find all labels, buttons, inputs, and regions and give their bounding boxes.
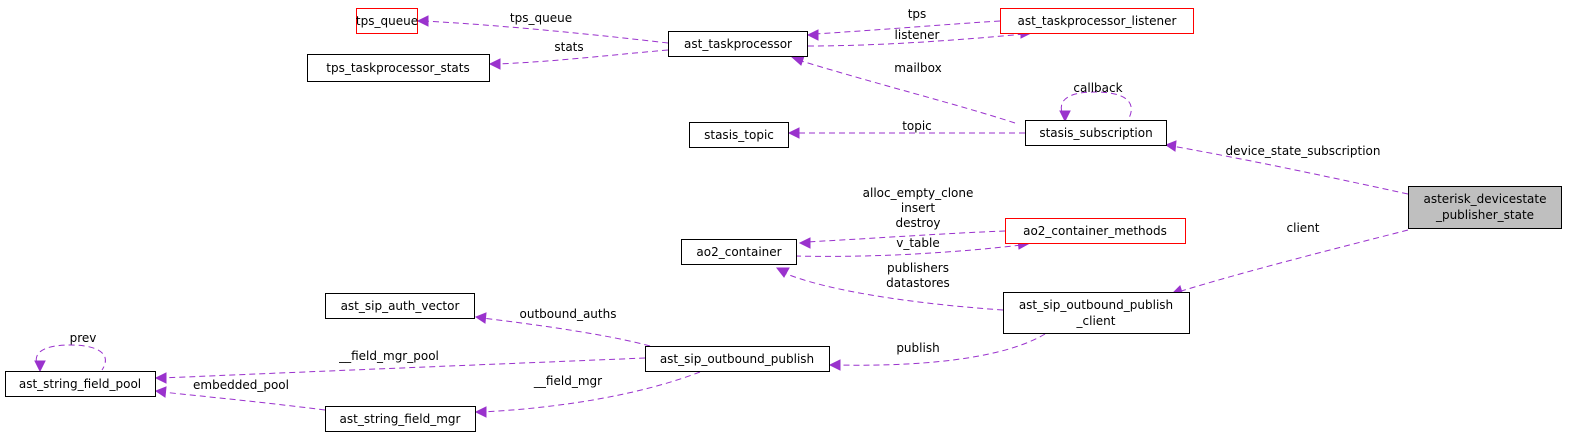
edge-field-mgr-pool: __field_mgr_pool bbox=[154, 349, 646, 384]
edge-label-v-table: v_table bbox=[896, 236, 940, 250]
node-ao2-container-methods[interactable]: ao2_container_methods bbox=[1005, 218, 1186, 244]
edge-field-mgr: __field_mgr bbox=[474, 371, 701, 418]
edge-label-datastores: datastores bbox=[886, 276, 950, 290]
edge-label-alloc-empty-clone: alloc_empty_clone bbox=[863, 186, 974, 200]
node-ast-sip-outbound-publish[interactable]: ast_sip_outbound_publish bbox=[645, 346, 830, 372]
node-ast-sip-outbound-publish-client[interactable]: ast_sip_outbound_publish _client bbox=[1003, 292, 1190, 334]
node-label-stasis-subscription: stasis_subscription bbox=[1039, 126, 1152, 140]
edge-label-callback: callback bbox=[1073, 81, 1122, 95]
edge-listener: listener bbox=[807, 27, 1033, 47]
node-tps-taskprocessor-stats[interactable]: tps_taskprocessor_stats bbox=[307, 54, 490, 82]
edge-label-prev: prev bbox=[70, 331, 97, 345]
node-ast-taskprocessor-listener[interactable]: ast_taskprocessor_listener bbox=[1000, 8, 1194, 34]
node-label-ao2-container-methods: ao2_container_methods bbox=[1023, 224, 1167, 238]
edge-publishers-datastores: publishers datastores bbox=[775, 261, 1004, 311]
node-label-ast-taskprocessor: ast_taskprocessor bbox=[684, 37, 792, 51]
edge-label-embedded-pool: embedded_pool bbox=[193, 378, 289, 392]
node-focus[interactable]: asterisk_devicestate _publisher_state bbox=[1408, 186, 1562, 229]
node-label-ast-string-field-mgr: ast_string_field_mgr bbox=[340, 412, 461, 426]
node-label-outbound-publish-client-line1: ast_sip_outbound_publish bbox=[1019, 298, 1173, 312]
edge-client: client bbox=[1170, 221, 1409, 297]
edge-label-tps: tps bbox=[908, 7, 927, 21]
edge-tps: tps bbox=[806, 7, 1001, 41]
node-label-ast-string-field-pool: ast_string_field_pool bbox=[19, 377, 141, 391]
edge-label-destroy: destroy bbox=[895, 216, 940, 230]
edge-label-insert: insert bbox=[901, 201, 936, 215]
edge-v-table: v_table bbox=[794, 236, 1030, 257]
node-label-ast-sip-auth-vector: ast_sip_auth_vector bbox=[341, 299, 460, 313]
edge-label-listener: listener bbox=[895, 28, 940, 42]
node-label-ast-sip-outbound-publish: ast_sip_outbound_publish bbox=[660, 352, 814, 366]
node-label-outbound-publish-client-line2: _client bbox=[1076, 314, 1116, 328]
edge-stats: stats bbox=[488, 40, 669, 70]
node-ast-taskprocessor[interactable]: ast_taskprocessor bbox=[668, 31, 808, 57]
edge-label-stats: stats bbox=[554, 40, 583, 54]
node-label-focus-line1: asterisk_devicestate bbox=[1424, 192, 1547, 206]
edge-outbound-auths: outbound_auths bbox=[474, 307, 651, 347]
node-tps-queue[interactable]: tps_queue bbox=[356, 8, 418, 34]
edge-label-tps-queue: tps_queue bbox=[510, 11, 572, 25]
edge-device-state-subscription: device_state_subscription bbox=[1164, 140, 1409, 195]
node-stasis-subscription[interactable]: stasis_subscription bbox=[1025, 120, 1167, 146]
edge-mailbox: mailbox bbox=[790, 55, 1016, 124]
edge-label-device-state-subscription: device_state_subscription bbox=[1225, 144, 1380, 158]
edge-label-mailbox: mailbox bbox=[894, 61, 941, 75]
node-label-tps-taskprocessor-stats: tps_taskprocessor_stats bbox=[326, 61, 470, 75]
node-ao2-container[interactable]: ao2_container bbox=[681, 239, 797, 265]
edge-label-publishers: publishers bbox=[887, 261, 949, 275]
edge-publish: publish bbox=[828, 333, 1046, 371]
node-label-ast-taskprocessor-listener: ast_taskprocessor_listener bbox=[1018, 14, 1177, 28]
node-ast-string-field-mgr[interactable]: ast_string_field_mgr bbox=[325, 406, 476, 432]
node-label-stasis-topic: stasis_topic bbox=[704, 128, 774, 142]
edge-label-client: client bbox=[1287, 221, 1320, 235]
node-stasis-topic[interactable]: stasis_topic bbox=[689, 122, 789, 148]
node-ast-sip-auth-vector[interactable]: ast_sip_auth_vector bbox=[325, 293, 475, 319]
edge-callback: callback bbox=[1059, 81, 1132, 123]
edge-label-field-mgr-pool: __field_mgr_pool bbox=[338, 349, 439, 363]
edge-prev: prev bbox=[34, 331, 106, 373]
edge-topic: topic bbox=[787, 119, 1025, 139]
edge-label-topic: topic bbox=[902, 119, 932, 133]
edge-label-publish: publish bbox=[896, 341, 939, 355]
edge-label-field-mgr: __field_mgr bbox=[533, 374, 602, 388]
edge-label-outbound-auths: outbound_auths bbox=[520, 307, 617, 321]
node-label-tps-queue: tps_queue bbox=[356, 14, 418, 28]
edge-container-methods: alloc_empty_clone insert destroy bbox=[798, 186, 1006, 249]
edge-tps-queue: tps_queue bbox=[416, 11, 669, 44]
node-label-focus-line2: _publisher_state bbox=[1435, 208, 1534, 222]
edge-embedded-pool: embedded_pool bbox=[154, 378, 326, 411]
node-label-ao2-container: ao2_container bbox=[696, 245, 781, 259]
node-ast-string-field-pool[interactable]: ast_string_field_pool bbox=[5, 371, 156, 397]
